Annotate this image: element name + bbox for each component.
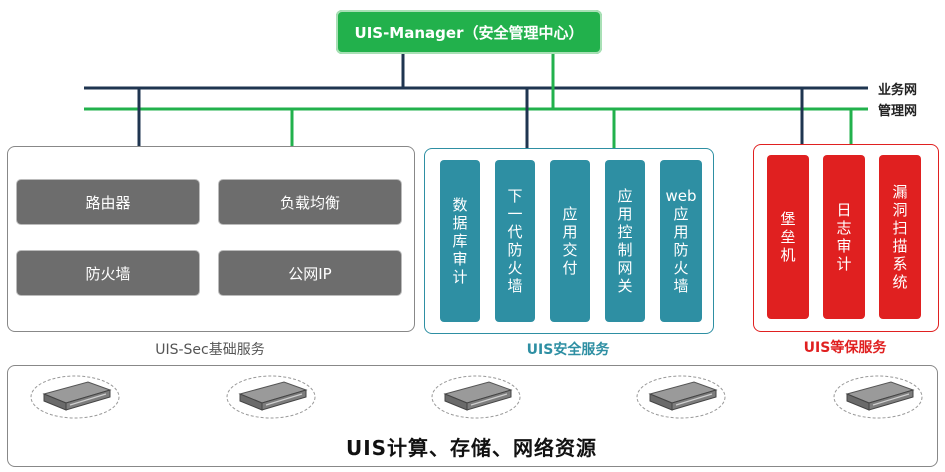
uis-manager-box[interactable]: UIS-Manager（安全管理中心） [336,10,602,54]
public-ip-button[interactable]: 公网IP [219,251,401,295]
sec-basic-panel [7,146,415,332]
server-icon [30,374,120,419]
bastion-host-item[interactable]: 堡垒机 [767,155,809,319]
database-audit-item[interactable]: 数据库审计 [440,160,480,322]
app-delivery-item[interactable]: 应用交付 [550,160,590,322]
compliance-caption: UIS等保服务 [803,340,887,356]
resources-title: UIS计算、存储、网络资源 [345,436,598,460]
server-icon [636,374,726,419]
app-control-gateway-item[interactable]: 应用控制网关 [605,160,645,322]
server-icon [833,374,923,419]
sec-basic-caption: UIS-Sec基础服务 [155,342,265,358]
management-network-label: 管理网 [878,104,918,119]
ngfw-item[interactable]: 下一代防火墙 [495,160,535,322]
resources-panel [7,365,938,467]
business-network-label: 业务网 [878,83,918,98]
firewall-button[interactable]: 防火墙 [17,251,199,295]
server-row [7,374,936,424]
server-icon [431,374,521,419]
security-caption: UIS安全服务 [526,342,610,358]
router-button[interactable]: 路由器 [17,180,199,224]
load-balancer-button[interactable]: 负载均衡 [219,180,401,224]
log-audit-item[interactable]: 日志审计 [823,155,865,319]
server-icon [226,374,316,419]
vuln-scan-item[interactable]: 漏洞扫描系统 [879,155,921,319]
